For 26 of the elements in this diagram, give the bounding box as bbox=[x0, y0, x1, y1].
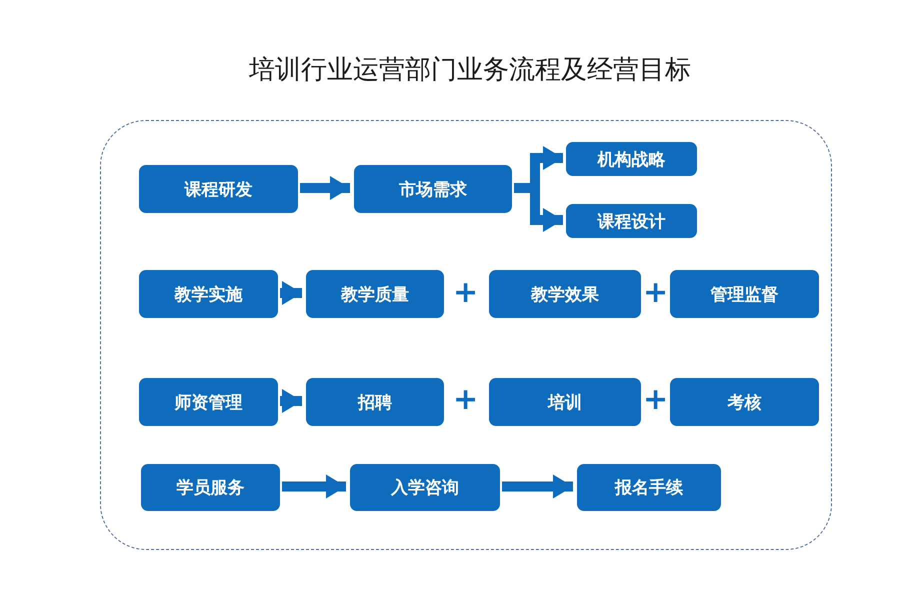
diagram-title: 培训行业运营部门业务流程及经营目标 bbox=[248, 54, 692, 87]
process-box: 考核 bbox=[670, 378, 819, 426]
process-box: 培训 bbox=[489, 378, 641, 426]
plus-sign: + bbox=[453, 385, 477, 415]
process-box: 招聘 bbox=[306, 378, 444, 426]
process-box: 教学质量 bbox=[306, 270, 444, 318]
process-box: 师资管理 bbox=[139, 378, 278, 426]
process-box: 机构战略 bbox=[566, 142, 697, 176]
process-box: 市场需求 bbox=[354, 165, 512, 213]
process-box: 课程设计 bbox=[566, 204, 697, 238]
process-box: 报名手续 bbox=[577, 464, 721, 511]
arrow bbox=[280, 281, 302, 305]
process-box: 学员服务 bbox=[141, 464, 280, 511]
process-box: 教学效果 bbox=[489, 270, 641, 318]
arrow bbox=[280, 389, 302, 413]
arrow bbox=[300, 176, 350, 200]
plus-sign: + bbox=[453, 278, 477, 308]
dashed-frame bbox=[100, 120, 832, 550]
process-box: 管理监督 bbox=[670, 270, 819, 318]
arrow bbox=[502, 474, 573, 498]
arrow bbox=[282, 474, 346, 498]
process-box: 入学咨询 bbox=[350, 464, 500, 511]
process-box: 教学实施 bbox=[139, 270, 278, 318]
plus-sign: + bbox=[643, 385, 667, 415]
process-box: 课程研发 bbox=[139, 165, 298, 213]
plus-sign: + bbox=[643, 278, 667, 308]
